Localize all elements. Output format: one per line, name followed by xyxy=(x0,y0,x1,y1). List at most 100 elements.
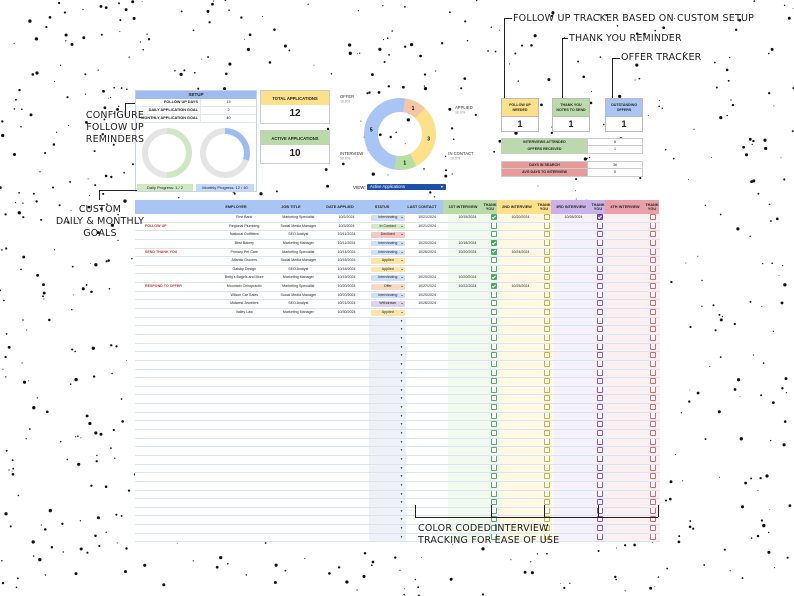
checkbox[interactable] xyxy=(543,352,551,359)
interview-3-cell[interactable] xyxy=(553,421,594,430)
interview-4-cell[interactable] xyxy=(606,412,647,421)
date-applied-cell[interactable] xyxy=(324,516,369,524)
checkbox[interactable] xyxy=(596,490,604,497)
last-contact-cell[interactable] xyxy=(406,465,447,473)
interview-3-cell[interactable] xyxy=(553,438,594,447)
status-select[interactable]: Applied xyxy=(369,266,406,274)
checkbox[interactable] xyxy=(596,507,604,514)
checkbox[interactable] xyxy=(490,404,498,411)
interview-3-cell[interactable] xyxy=(553,464,594,473)
checkbox[interactable] xyxy=(543,343,551,350)
thank-you-checkbox-cell[interactable] xyxy=(593,291,607,300)
checkbox[interactable] xyxy=(649,291,657,298)
interview-4-cell[interactable] xyxy=(606,300,647,309)
checkbox[interactable] xyxy=(596,231,604,238)
thank-you-checkbox-cell[interactable] xyxy=(593,421,607,430)
thank-you-checkbox-cell[interactable] xyxy=(646,395,661,404)
interview-3-cell[interactable] xyxy=(553,309,594,317)
interview-4-cell[interactable] xyxy=(606,499,647,507)
checkbox[interactable] xyxy=(649,300,657,307)
interview-2-cell[interactable] xyxy=(500,309,541,317)
thank-you-checkbox-cell[interactable] xyxy=(540,455,554,464)
date-applied-cell[interactable]: 10/30/2024 xyxy=(337,310,356,315)
date-applied-cell[interactable] xyxy=(324,318,369,326)
thank-you-checkbox-cell[interactable] xyxy=(487,231,501,239)
interview-2-cell[interactable] xyxy=(500,360,541,369)
interview-2-cell[interactable] xyxy=(500,317,541,326)
checkbox[interactable] xyxy=(543,430,551,437)
thank-you-checkbox-cell[interactable] xyxy=(593,283,607,291)
last-contact-cell[interactable] xyxy=(406,439,447,447)
job-title-cell[interactable] xyxy=(273,473,324,481)
employer-cell[interactable] xyxy=(216,491,273,499)
status-select[interactable]: Interviewing xyxy=(369,249,406,257)
status-select[interactable]: In Contact xyxy=(369,223,406,231)
last-contact-cell[interactable] xyxy=(406,266,447,274)
interview-1-cell[interactable] xyxy=(447,499,488,507)
status-select[interactable]: Applied xyxy=(369,309,406,317)
thank-you-checkbox-cell[interactable] xyxy=(593,455,607,464)
interview-2-cell[interactable] xyxy=(500,421,541,430)
last-contact-cell[interactable]: 10/26/2024 xyxy=(418,249,437,254)
thank-you-checkbox-cell[interactable] xyxy=(540,421,554,430)
status-select[interactable]: Applied xyxy=(369,257,406,265)
employer-cell[interactable] xyxy=(216,439,273,447)
checkbox[interactable] xyxy=(490,378,498,385)
thank-you-checkbox-cell[interactable] xyxy=(646,455,661,464)
thank-you-checkbox-cell[interactable] xyxy=(646,214,661,222)
employer-cell[interactable]: First Bank xyxy=(236,215,253,219)
interview-4-cell[interactable] xyxy=(606,455,647,464)
status-select[interactable]: ▾ xyxy=(369,455,407,464)
thank-you-checkbox-cell[interactable] xyxy=(540,300,554,309)
interview-4-cell[interactable] xyxy=(606,369,647,378)
job-title-cell[interactable]: Marketing Specialist xyxy=(282,249,315,254)
checkbox[interactable] xyxy=(490,222,498,229)
checkbox[interactable] xyxy=(543,516,551,523)
thank-you-checkbox-cell[interactable] xyxy=(487,525,501,533)
thank-you-checkbox-cell[interactable] xyxy=(593,343,607,352)
employer-cell[interactable] xyxy=(216,465,273,473)
last-contact-cell[interactable] xyxy=(406,361,447,369)
interview-3-cell[interactable] xyxy=(553,352,594,360)
job-title-cell[interactable]: SEO Analyst xyxy=(288,301,309,306)
checkbox[interactable] xyxy=(490,369,498,376)
interview-1-cell[interactable] xyxy=(447,438,488,447)
thank-you-checkbox-cell[interactable] xyxy=(646,291,661,300)
checkbox[interactable] xyxy=(649,395,657,402)
employer-cell[interactable] xyxy=(216,413,273,421)
last-contact-cell[interactable]: 10/20/2024 xyxy=(418,275,437,280)
interview-4-cell[interactable] xyxy=(606,378,647,386)
interview-1-cell[interactable] xyxy=(447,222,488,231)
status-select[interactable]: ▾ xyxy=(369,334,407,343)
interview-3-cell[interactable] xyxy=(553,222,594,231)
date-applied-cell[interactable] xyxy=(324,447,369,455)
interview-2-cell[interactable] xyxy=(500,525,541,533)
employer-cell[interactable] xyxy=(216,404,273,412)
thank-you-checkbox-cell[interactable] xyxy=(487,317,501,326)
thank-you-checkbox-cell[interactable] xyxy=(487,507,501,516)
date-applied-cell[interactable] xyxy=(324,439,369,447)
interview-1-cell[interactable] xyxy=(447,378,488,386)
date-applied-cell[interactable]: 10/11/2024 xyxy=(337,232,356,237)
thank-you-checkbox-cell[interactable] xyxy=(487,239,501,248)
thank-you-checkbox-cell[interactable] xyxy=(487,464,501,473)
status-select[interactable]: Withdrawn xyxy=(369,300,406,308)
employer-cell[interactable] xyxy=(216,421,273,429)
thank-you-checkbox-cell[interactable] xyxy=(540,499,554,507)
thank-you-checkbox-cell[interactable] xyxy=(487,430,501,438)
employer-cell[interactable]: Midwest Jewelers xyxy=(230,301,259,306)
employer-cell[interactable] xyxy=(216,482,273,490)
interview-1-cell[interactable]: 10/22/2024 xyxy=(447,283,488,291)
interview-3-cell[interactable] xyxy=(553,248,594,257)
checkbox[interactable] xyxy=(490,464,498,471)
checkbox[interactable] xyxy=(596,378,604,385)
checkbox[interactable] xyxy=(490,490,498,497)
status-select[interactable]: ▾ xyxy=(369,317,407,326)
checkbox[interactable] xyxy=(596,430,604,437)
thank-you-checkbox-cell[interactable] xyxy=(487,490,501,499)
status-select[interactable]: ▾ xyxy=(369,430,407,438)
checkbox[interactable] xyxy=(649,473,657,480)
checkbox[interactable] xyxy=(543,257,551,264)
thank-you-checkbox-cell[interactable] xyxy=(487,386,501,395)
job-title-cell[interactable]: Social Media Manager xyxy=(280,292,317,297)
